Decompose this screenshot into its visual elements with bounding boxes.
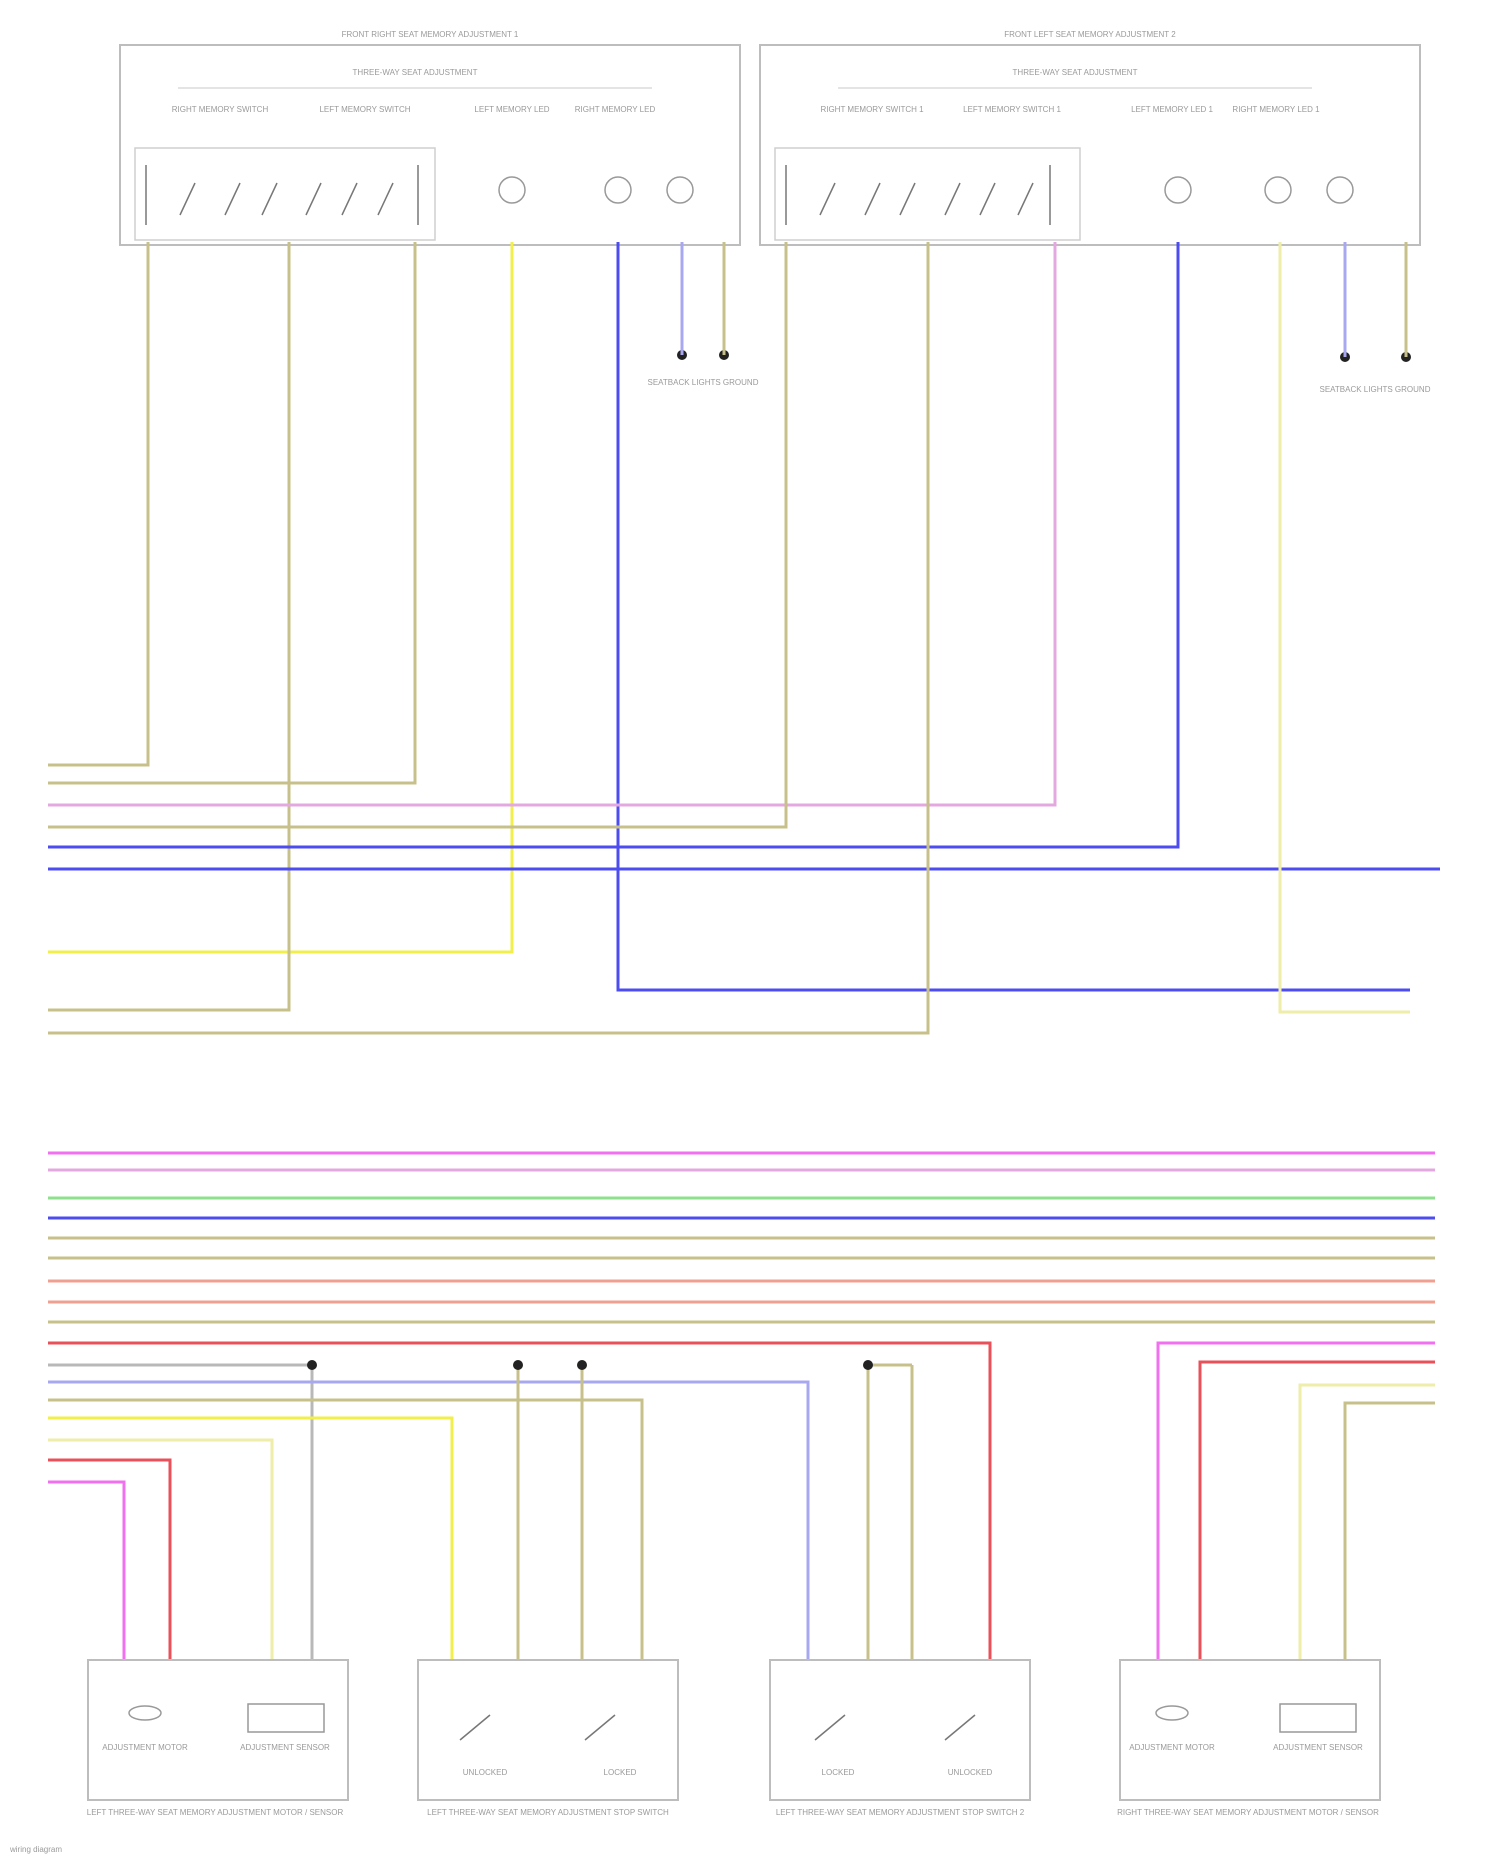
module-title: LEFT THREE-WAY SEAT MEMORY ADJUSTMENT ST…	[427, 1808, 669, 1817]
module-title: RIGHT THREE-WAY SEAT MEMORY ADJUSTMENT M…	[1117, 1808, 1379, 1817]
label-right-memory-led: RIGHT MEMORY LED	[575, 105, 656, 114]
sensor-icon	[248, 1704, 324, 1732]
top-wires	[48, 242, 1440, 1033]
led-icon	[1327, 177, 1353, 203]
module-subtitle: THREE-WAY SEAT ADJUSTMENT	[1013, 68, 1138, 77]
ground-label: SEATBACK LIGHTS GROUND	[648, 378, 759, 387]
led-icon	[1165, 177, 1191, 203]
component-label: UNLOCKED	[948, 1768, 993, 1777]
motor-icon	[1156, 1706, 1188, 1720]
switch-group	[786, 165, 1050, 225]
label-right-memory-switch: RIGHT MEMORY SWITCH	[172, 105, 269, 114]
label-left-memory-switch: LEFT MEMORY SWITCH	[319, 105, 410, 114]
component-label: UNLOCKED	[463, 1768, 508, 1777]
module-subtitle: THREE-WAY SEAT ADJUSTMENT	[353, 68, 478, 77]
top-right-module: FRONT LEFT SEAT MEMORY ADJUSTMENT 2 THRE…	[760, 30, 1431, 394]
label-left-memory-switch: LEFT MEMORY SWITCH 1	[963, 105, 1061, 114]
led-icon	[605, 177, 631, 203]
bus-wires	[48, 1153, 1435, 1660]
component-label: LOCKED	[604, 1768, 637, 1777]
label-right-memory-switch: RIGHT MEMORY SWITCH 1	[820, 105, 924, 114]
module-title: FRONT RIGHT SEAT MEMORY ADJUSTMENT 1	[342, 30, 519, 39]
sensor-icon	[1280, 1704, 1356, 1732]
top-left-module: FRONT RIGHT SEAT MEMORY ADJUSTMENT 1 THR…	[120, 30, 759, 387]
led-icon	[499, 177, 525, 203]
module-title: FRONT LEFT SEAT MEMORY ADJUSTMENT 2	[1004, 30, 1176, 39]
footer-label: wiring diagram	[9, 1845, 62, 1854]
switch-group	[146, 165, 418, 225]
bottom-module-1: ADJUSTMENT MOTOR ADJUSTMENT SENSOR LEFT …	[87, 1660, 348, 1817]
module-title: LEFT THREE-WAY SEAT MEMORY ADJUSTMENT MO…	[87, 1808, 344, 1817]
label-left-memory-led: LEFT MEMORY LED	[474, 105, 549, 114]
label-left-memory-led: LEFT MEMORY LED 1	[1131, 105, 1213, 114]
bottom-module-3: LOCKED UNLOCKED LEFT THREE-WAY SEAT MEMO…	[770, 1660, 1030, 1817]
component-label: LOCKED	[822, 1768, 855, 1777]
led-icon	[1265, 177, 1291, 203]
bottom-module-4: ADJUSTMENT MOTOR ADJUSTMENT SENSOR RIGHT…	[1117, 1660, 1380, 1817]
component-label: ADJUSTMENT SENSOR	[1273, 1743, 1363, 1752]
motor-icon	[129, 1706, 161, 1720]
module-title: LEFT THREE-WAY SEAT MEMORY ADJUSTMENT ST…	[776, 1808, 1025, 1817]
component-label: ADJUSTMENT SENSOR	[240, 1743, 330, 1752]
label-right-memory-led: RIGHT MEMORY LED 1	[1232, 105, 1320, 114]
bottom-module-2: UNLOCKED LOCKED LEFT THREE-WAY SEAT MEMO…	[418, 1660, 678, 1817]
led-icon	[667, 177, 693, 203]
bus-junctions	[307, 1360, 873, 1370]
component-label: ADJUSTMENT MOTOR	[1129, 1743, 1215, 1752]
ground-label: SEATBACK LIGHTS GROUND	[1320, 385, 1431, 394]
component-label: ADJUSTMENT MOTOR	[102, 1743, 188, 1752]
